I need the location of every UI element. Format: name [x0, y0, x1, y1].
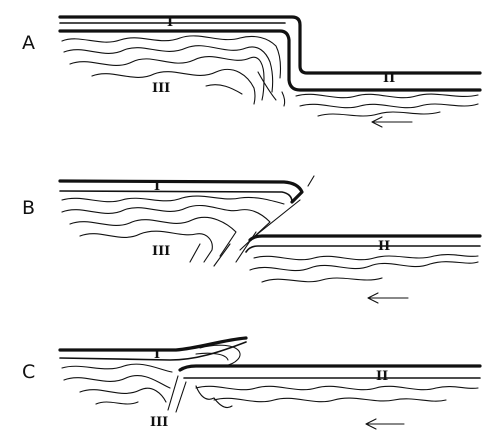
panel-b-lower-layer-1	[254, 255, 478, 260]
panel-c-fold-2	[64, 376, 170, 388]
panel-b-motion-arrow	[368, 293, 408, 303]
panel-c: C I II III	[22, 338, 480, 430]
panel-a-lower-layer-2	[300, 104, 478, 108]
panel-b-lower-slab-top	[250, 236, 480, 240]
panel-label-b: B	[22, 197, 35, 219]
panel-b-fold-1	[62, 196, 284, 204]
panel-c-motion-arrow	[366, 419, 404, 429]
panel-c-fold-3	[80, 388, 166, 402]
panel-c-lower-slab-top	[180, 366, 480, 370]
panel-a-unit-ii-label: II	[383, 71, 395, 86]
panel-a-unit-i-label: I	[167, 15, 173, 30]
panel-label-a: A	[22, 32, 35, 54]
panel-a-fold-4	[92, 69, 255, 104]
panel-b-lower-layer-3	[262, 278, 382, 282]
panel-a-unit-iii-label: III	[152, 81, 170, 96]
panel-label-c: C	[22, 361, 35, 383]
panel-a-lower-layer-3	[318, 112, 440, 116]
panel-b-unit-iii-label: III	[152, 244, 170, 259]
panel-b-fold-5	[190, 232, 256, 266]
panel-b-unit-i-label: I	[154, 179, 160, 194]
panel-a-fold-6	[258, 72, 285, 106]
panel-c-unit-ii-label: II	[376, 369, 388, 384]
panel-a-upper-slab-base	[60, 31, 480, 90]
panel-a-motion-arrow	[372, 117, 412, 127]
panel-c-lower-layer-2	[214, 398, 446, 402]
panel-b-thrust-trace	[250, 176, 314, 240]
panel-c-fold-4	[96, 402, 138, 404]
panel-a: A I II III	[22, 15, 480, 127]
panel-c-lower-layer-1	[196, 386, 478, 389]
panel-c-unit-i-label: I	[154, 347, 160, 362]
panel-c-steep-folds	[168, 376, 232, 412]
panel-b: B I III II	[22, 176, 480, 303]
panel-a-fold-5	[206, 85, 242, 94]
panel-c-upper-slab-top	[60, 338, 246, 350]
panel-c-unit-iii-label: III	[150, 415, 168, 430]
panel-b-lower-slab-base	[246, 246, 480, 252]
panel-b-lower-layer-2	[250, 262, 478, 271]
panel-a-lower-layer-1	[296, 94, 478, 98]
panel-b-unit-ii-label: II	[378, 239, 390, 254]
panel-c-fold-1	[62, 364, 172, 372]
